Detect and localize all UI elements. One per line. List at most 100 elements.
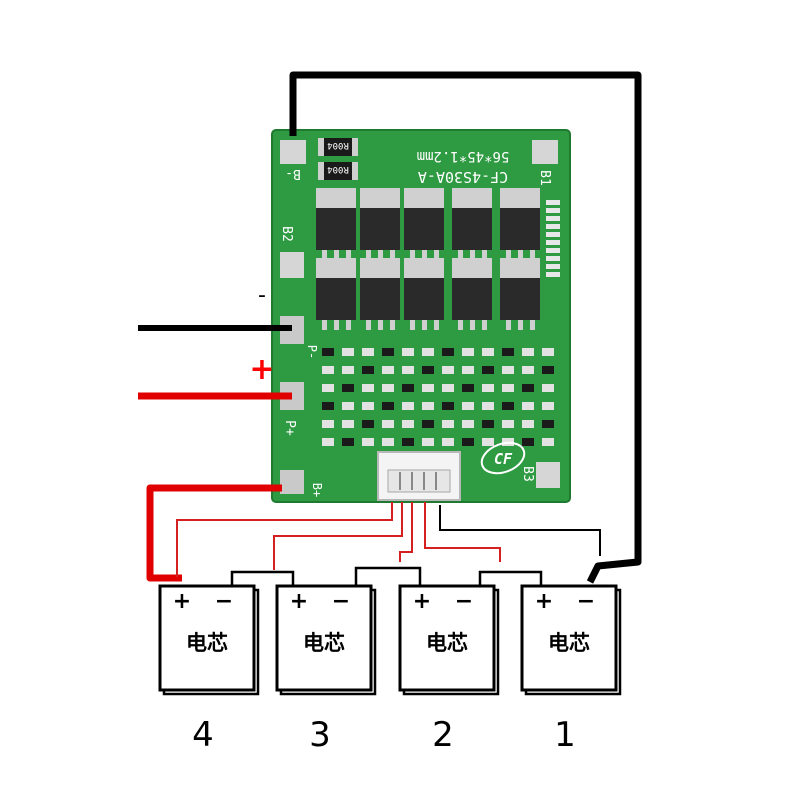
- smd-part: [422, 348, 434, 356]
- smd-part: [362, 384, 374, 392]
- smd-part: [442, 348, 454, 356]
- pad-b3-label: B3: [520, 466, 535, 482]
- cell-plus-terminal: +: [535, 589, 553, 614]
- mosfet-top-5: [500, 188, 540, 260]
- cell-plus-terminal: +: [413, 589, 431, 614]
- smd-part: [362, 348, 374, 356]
- smd-part: [502, 366, 514, 374]
- smd-part: [402, 402, 414, 410]
- smd-part: [522, 402, 534, 410]
- balance-lead-b3: [273, 502, 403, 570]
- balance-connector: [377, 451, 461, 501]
- smd-part: [322, 402, 334, 410]
- cf-logo-text: CF: [494, 450, 513, 468]
- balance-lead-b2: [399, 502, 413, 562]
- pad-b2: [280, 252, 304, 278]
- mosfet-array: [316, 188, 540, 330]
- current-sense-resistor-2: R004: [318, 162, 358, 180]
- wire-minus-label: -: [258, 283, 266, 308]
- wire-b-minus-to-cell1: [289, 71, 642, 584]
- resistor-label-1: R004: [327, 140, 349, 150]
- smd-part: [542, 348, 554, 356]
- pad-b2-label: B2: [279, 226, 294, 242]
- smd-part: [402, 420, 414, 428]
- smd-part: [322, 384, 334, 392]
- smd-part: [542, 366, 554, 374]
- edge-smd-6: [546, 240, 560, 245]
- smd-part: [482, 438, 494, 446]
- pad-p-minus-label: P-: [305, 345, 319, 359]
- smd-part: [362, 402, 374, 410]
- smd-part: [502, 402, 514, 410]
- smd-part: [542, 384, 554, 392]
- smd-part: [522, 366, 534, 374]
- smd-part: [382, 438, 394, 446]
- edge-smd-7: [546, 248, 560, 253]
- cell-minus-terminal: −: [577, 589, 595, 614]
- smd-part: [342, 348, 354, 356]
- smd-part: [442, 420, 454, 428]
- mosfet-bottom-1: [316, 258, 356, 330]
- smd-part: [482, 402, 494, 410]
- smd-part: [442, 366, 454, 374]
- edge-smd-5: [546, 232, 560, 237]
- cell-number: 3: [309, 715, 331, 755]
- cell-plus-terminal: +: [290, 589, 308, 614]
- pcb-outline: [271, 129, 571, 503]
- mosfet-top-1: [316, 188, 356, 260]
- smd-part: [442, 438, 454, 446]
- mosfet-top-2: [360, 188, 400, 260]
- smd-part: [462, 366, 474, 374]
- smd-part: [382, 348, 394, 356]
- cell-minus-terminal: −: [332, 589, 350, 614]
- edge-smd-8: [546, 256, 560, 261]
- battery-cell-1: +− 电芯: [520, 584, 622, 696]
- mosfet-bottom-3: [404, 258, 444, 330]
- smd-part: [482, 420, 494, 428]
- pad-b-plus-label: B+: [310, 483, 324, 497]
- cell-label: 电芯: [426, 631, 468, 655]
- balance-leads: [176, 502, 601, 577]
- smd-part: [522, 420, 534, 428]
- cell-label: 电芯: [548, 631, 590, 655]
- smd-part: [342, 366, 354, 374]
- mosfet-top-4: [452, 188, 492, 260]
- edge-smd-2: [546, 208, 560, 213]
- edge-smd-10: [546, 272, 560, 277]
- resistor-label-2: R004: [327, 164, 349, 174]
- smd-part: [382, 366, 394, 374]
- series-link-3-2: [354, 566, 422, 586]
- cf-logo: CF: [480, 441, 526, 475]
- smd-part: [462, 402, 474, 410]
- wire-b-plus-to-cell4: [146, 484, 282, 582]
- smd-part: [322, 420, 334, 428]
- cell-plus-terminal: +: [173, 589, 191, 614]
- smd-part: [442, 384, 454, 392]
- mosfet-bottom-4: [452, 258, 492, 330]
- smd-part: [342, 420, 354, 428]
- smd-part: [382, 420, 394, 428]
- smd-part: [422, 402, 434, 410]
- smd-part: [542, 438, 554, 446]
- smd-part: [422, 420, 434, 428]
- cell-number: 1: [554, 715, 576, 755]
- pad-b1: [532, 140, 558, 164]
- smd-part: [402, 438, 414, 446]
- smd-part: [522, 384, 534, 392]
- mosfet-bottom-2: [360, 258, 400, 330]
- cell-label: 电芯: [303, 631, 345, 655]
- pad-b-minus-label: B-: [285, 166, 301, 181]
- current-sense-resistor-1: R004: [318, 138, 358, 156]
- cell-number: 2: [432, 715, 454, 755]
- smd-part: [322, 438, 334, 446]
- smd-part: [342, 438, 354, 446]
- smd-part: [422, 366, 434, 374]
- smd-part: [522, 438, 534, 446]
- bms-board: 56*45*1.2mm CF-4S30A-A R004 R004 B- B1 B…: [271, 129, 571, 503]
- series-links: [230, 566, 543, 586]
- smd-part: [462, 420, 474, 428]
- series-link-2-1: [478, 570, 543, 586]
- balance-lead-b1: [424, 502, 501, 562]
- smd-part: [382, 402, 394, 410]
